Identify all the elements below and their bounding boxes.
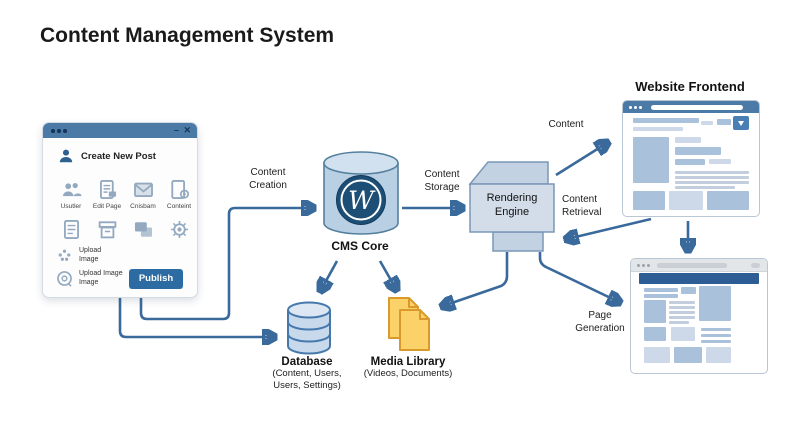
admin-window: – ✕ Create New Post Usutler Edit Page Cn… [42, 122, 198, 298]
browser-dot-icon [639, 105, 642, 109]
dropdown-button[interactable] [733, 116, 749, 130]
address-bar[interactable] [651, 104, 743, 110]
browser-dot-icon [629, 105, 632, 109]
frontend-browser [622, 100, 760, 217]
frontend-wireframe [623, 113, 759, 216]
grid-item-label: Conteint [166, 203, 192, 210]
database-node [286, 301, 332, 360]
window-dot-icon [51, 129, 55, 133]
document-icon[interactable] [53, 219, 89, 245]
upload-dots-icon[interactable] [56, 247, 73, 269]
edit-page-icon[interactable] [89, 179, 125, 205]
rendering-engine-label: Rendering Engine [486, 192, 538, 218]
browser-dot-icon [634, 105, 637, 109]
media-library-label: Media Library (Videos, Documents) [363, 356, 453, 379]
window-dot-icon [63, 129, 67, 133]
navbar-block [639, 273, 759, 284]
page-title: Content Management System [40, 24, 335, 47]
edge-window-to-database [118, 296, 274, 337]
edge-cms-to-database [321, 260, 339, 290]
window-dot-icon [57, 129, 61, 133]
chat-icon[interactable] [125, 219, 161, 245]
upload-image-label: Upload Image [79, 247, 102, 263]
database-label: Database (Content, Users, Users, Setting… [272, 356, 342, 391]
cms-logo-letter: W [348, 186, 376, 215]
create-new-post-title: Create New Post [81, 151, 156, 162]
cms-core-label: CMS Core [331, 239, 389, 253]
edge-engine-to-browser2 [538, 252, 619, 302]
address-bar[interactable] [657, 262, 727, 268]
website-frontend-title: Website Frontend [635, 79, 745, 94]
content-label: Content [548, 119, 584, 130]
browser-dot-icon [647, 263, 650, 267]
rendering-engine-node [462, 158, 560, 259]
publish-button[interactable]: Publish [129, 269, 183, 289]
grid-item-label: Usutler [60, 203, 82, 210]
create-post-person-icon [57, 147, 75, 165]
archive-icon[interactable] [89, 219, 125, 245]
edge-window-to-cms [139, 208, 313, 321]
edge-engine-to-media [443, 252, 509, 306]
cms-core-node: W [322, 150, 400, 243]
admin-window-titlebar: – ✕ [43, 123, 197, 138]
minimize-button[interactable]: – [173, 125, 179, 135]
close-button[interactable]: ✕ [183, 125, 191, 135]
browser-dot-icon [637, 263, 640, 267]
generated-page-browser [630, 258, 768, 374]
gear-icon[interactable] [161, 219, 197, 245]
users-icon[interactable] [53, 179, 89, 205]
edge-cms-to-media [378, 260, 396, 289]
browser-dot-icon [642, 263, 645, 267]
upload-image-label-2: Upload Image Image [79, 270, 123, 286]
edge-frontend-to-engine [567, 217, 652, 239]
inbox-icon[interactable] [125, 179, 161, 205]
grid-item-label: Cnisbam [130, 203, 156, 210]
titlebar-button[interactable] [751, 262, 760, 268]
edge-engine-to-frontend [555, 143, 607, 177]
frontend-browser-titlebar [623, 101, 759, 113]
grid-item-label: Edit Page [92, 203, 122, 210]
media-library-node [384, 296, 434, 359]
upload-target-icon[interactable] [55, 269, 74, 293]
generated-browser-titlebar [631, 259, 767, 272]
generated-page-wireframe [631, 271, 767, 373]
cms-cylinder: W [323, 151, 399, 235]
document-gear-icon[interactable] [161, 179, 197, 205]
